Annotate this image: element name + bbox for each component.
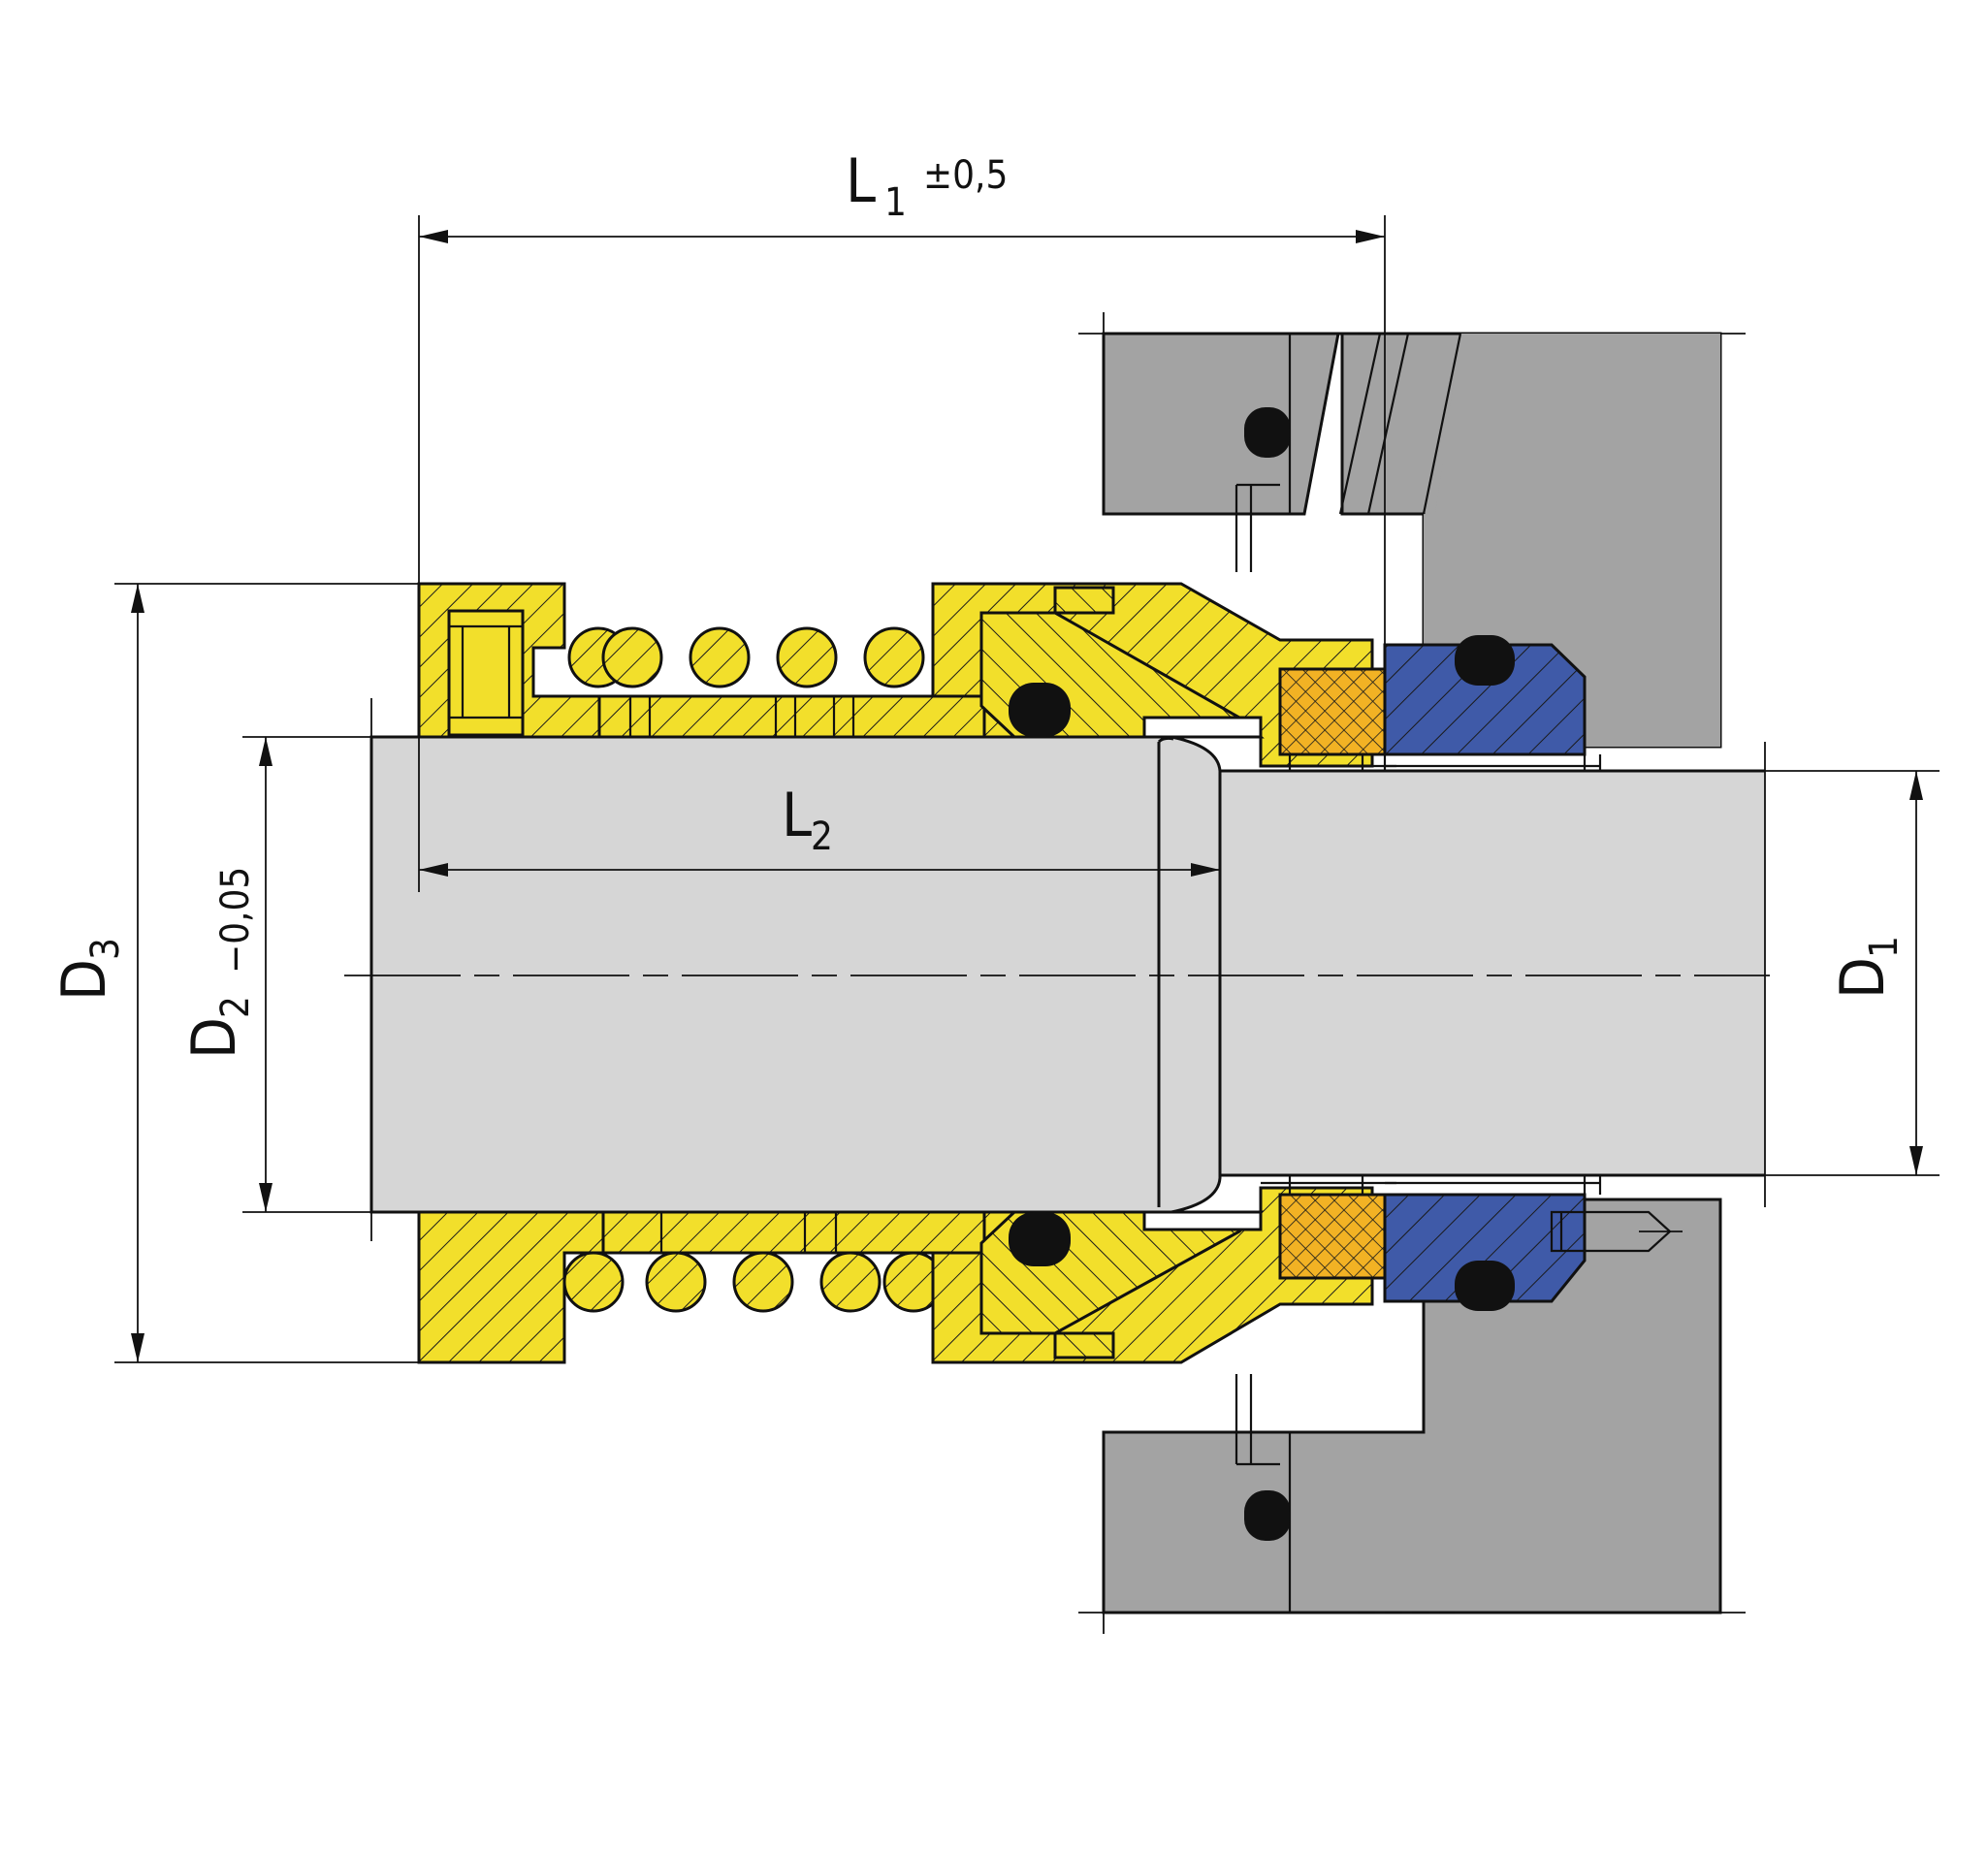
stationary-seat-lower (1383, 1175, 1683, 1311)
spring-coil (562, 1251, 625, 1313)
spring-coil (689, 626, 751, 688)
l1-sub: 1 (884, 180, 907, 225)
d1-sub: 1 (1862, 936, 1907, 958)
pusher-oring-upper (1009, 683, 1071, 737)
spring-coil (645, 1251, 707, 1313)
housing-oring-upper (1244, 407, 1291, 458)
seat-upper (1383, 643, 1587, 756)
spring-sleeve-upper (597, 694, 986, 739)
d3-sub: 3 (83, 938, 128, 960)
spring-coil (776, 626, 838, 688)
dimension-d1: D 1 (1765, 770, 1940, 1176)
spring-coil (863, 626, 925, 688)
rotating-unit-lower (417, 1175, 1396, 1364)
l1-label: L (846, 145, 876, 216)
d1-label: D (1827, 957, 1898, 999)
seat-lower (1383, 1193, 1587, 1303)
l2-sub: 2 (811, 815, 833, 859)
stationary-seat-upper (1383, 635, 1602, 771)
seat-oring-upper (1455, 635, 1515, 686)
dimension-l2: L 2 (418, 737, 1220, 892)
shaft-step (1154, 771, 1765, 1175)
l1-tolerance: ±0,5 (923, 153, 1008, 198)
rotating-unit-upper (417, 582, 1396, 771)
l2-label: L (782, 780, 812, 850)
housing-oring-lower (1244, 1490, 1291, 1541)
retainer-gap-upper (1142, 716, 1263, 739)
pusher-oring-lower (1009, 1212, 1071, 1266)
rotating-face-lower (1278, 1193, 1387, 1280)
spring-coil (819, 1251, 882, 1313)
spring-coil (601, 626, 663, 688)
d3-label: D (48, 959, 119, 1001)
d2-sub: 2 (213, 996, 258, 1018)
dimension-l1: L 1 ±0,5 (418, 145, 1386, 645)
shaft (369, 698, 1766, 1241)
rotating-face-upper (1278, 667, 1387, 756)
dimension-d2: D 2 −0,05 (178, 736, 371, 1213)
d2-tolerance: −0,05 (213, 867, 258, 974)
seat-oring-lower (1455, 1261, 1515, 1311)
spring-coil (732, 1251, 794, 1313)
dimension-d3: D 3 (48, 583, 419, 1363)
anti-rotation-pin (1550, 1210, 1672, 1253)
d2-label: D (178, 1017, 249, 1059)
set-screw-upper (447, 609, 525, 737)
retainer-gap-lower (1142, 1210, 1263, 1231)
